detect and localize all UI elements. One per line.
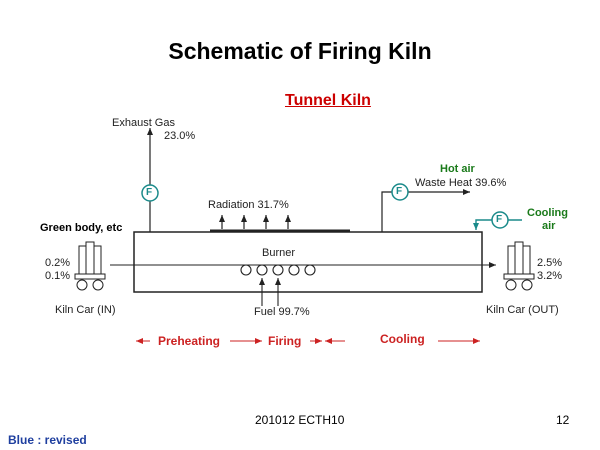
waste-heat-fan-icon [391,183,409,201]
radiation-arrows [219,215,291,229]
exhaust-fan-letter: F [146,187,153,198]
kiln-car-out-label: Kiln Car (OUT) [486,304,559,316]
cooling-air-label-line1: Cooling [527,207,568,219]
cooling-air-label-line2: air [542,220,556,232]
radiation-label: Radiation 31.7% [208,199,289,211]
inlet-top-value: 0.2% [45,257,71,269]
exhaust-fan-icon [141,184,159,202]
green-body-label: Green body, etc [40,222,123,234]
burner-icons [240,264,316,276]
outlet-bottom-value: 3.2% [537,270,563,282]
kiln-car-out-icon [503,241,535,291]
zone-preheating: Preheating [158,334,221,348]
zone-cooling: Cooling [380,332,425,346]
fuel-label: Fuel 99.7% [254,306,310,318]
cooling-air-fan-icon [491,211,509,229]
exhaust-gas-value: 23.0% [164,130,196,142]
hot-air-label: Hot air [440,163,475,175]
burner-label: Burner [262,247,296,259]
kiln-body [133,231,483,293]
waste-heat-fan-letter: F [396,186,403,197]
kiln-car-in-label: Kiln Car (IN) [55,304,116,316]
inlet-bottom-value: 0.1% [45,270,71,282]
waste-heat-arrow [381,189,470,232]
page-title: Schematic of Firing Kiln [168,38,432,64]
waste-heat-label: Waste Heat 39.6% [415,177,507,189]
outlet-top-value: 2.5% [537,257,563,269]
footer-revision-note: Blue : revised [8,433,87,447]
footer-code: 201012 ECTH10 [255,413,345,427]
fuel-arrows [259,278,281,306]
footer-page-number: 12 [556,413,570,427]
zone-firing: Firing [268,334,302,348]
exhaust-gas-label: Exhaust Gas [112,117,175,129]
kiln-car-in-icon [74,241,106,291]
diagram-subtitle: Tunnel Kiln [285,92,371,109]
cooling-fan-letter: F [496,214,503,225]
